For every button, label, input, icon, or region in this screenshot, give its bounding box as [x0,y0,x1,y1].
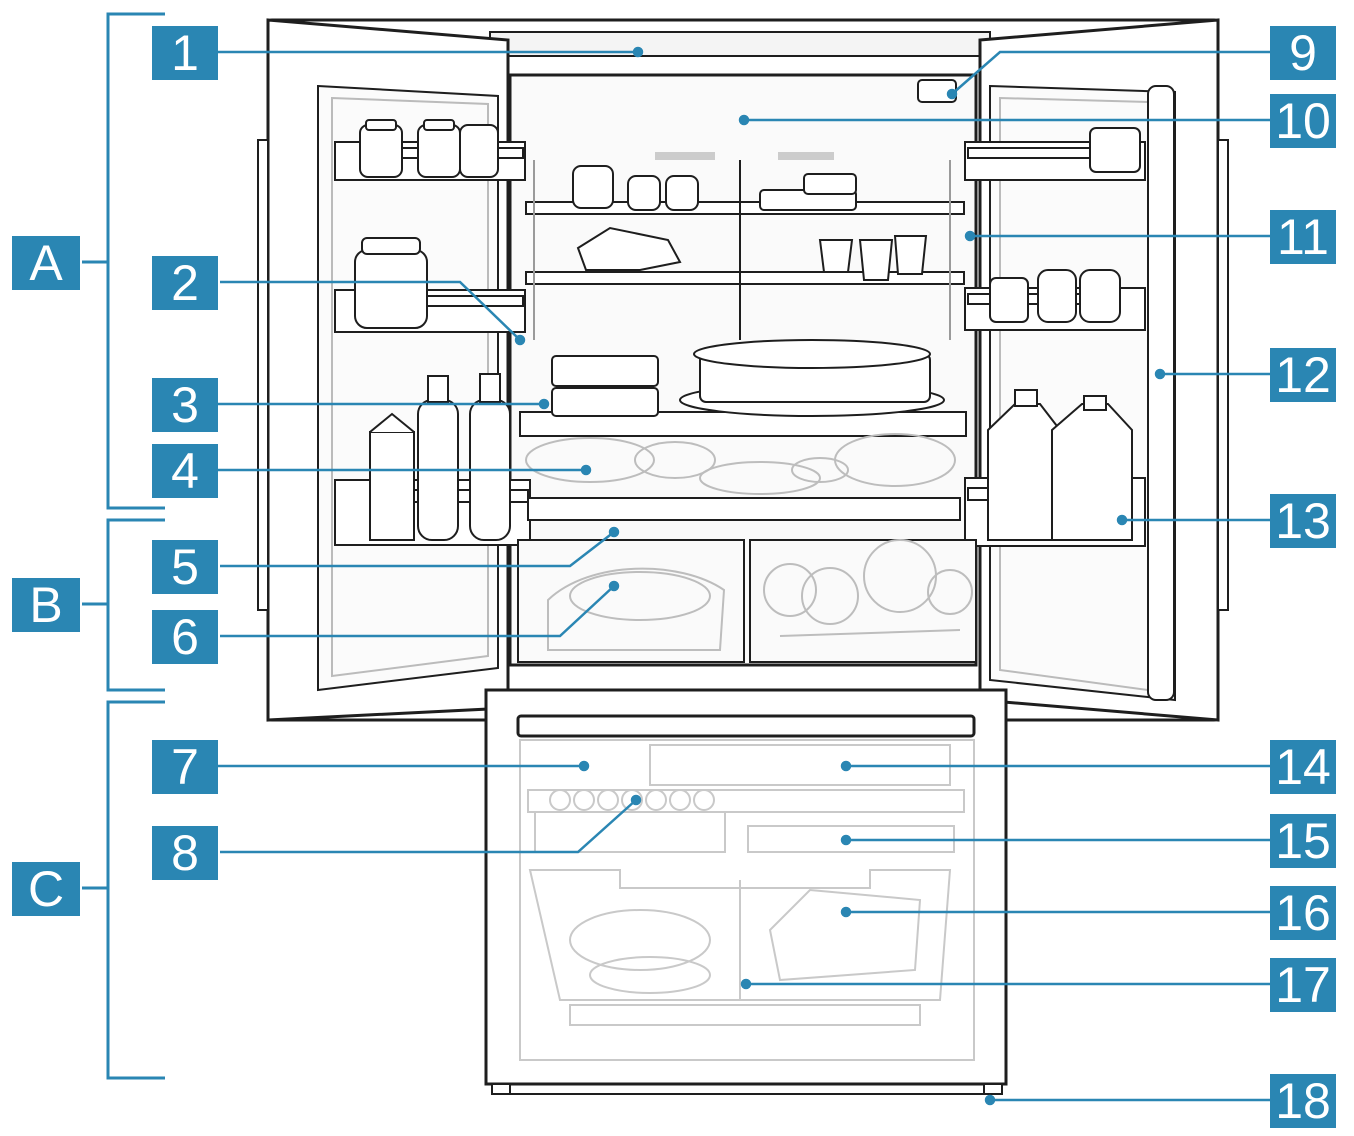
section-label-b: B [12,578,80,632]
callout-8: 8 [152,826,218,880]
callout-14: 14 [1270,740,1336,794]
callout-7: 7 [152,740,218,794]
right-door [964,18,1229,722]
callout-11: 11 [1270,210,1336,264]
freezer-basket [528,869,952,1001]
callout-6: 6 [152,610,218,664]
crisper-right [749,539,977,663]
callout-1: 1 [152,26,218,80]
callout-2: 2 [152,256,218,310]
leader-lines [218,46,1270,1106]
interior [517,152,977,663]
crisper-cover [527,497,961,521]
crisper-left [517,539,745,663]
section-brackets [82,12,165,1080]
bracket-c [106,700,165,1080]
ice-tray [527,789,965,813]
section-label-c: C [12,862,80,916]
callout-16: 16 [1270,886,1336,940]
right-door-gasket [1147,85,1175,701]
freezer-contents [519,739,975,1061]
callout-10: 10 [1270,94,1336,148]
callout-9: 9 [1270,26,1336,80]
callout-4: 4 [152,444,218,498]
callout-15: 15 [1270,814,1336,868]
section-label-a: A [12,236,80,290]
shelf-2 [525,271,965,285]
callout-18: 18 [1270,1074,1336,1128]
freezer-handle [516,714,976,738]
callout-13: 13 [1270,494,1336,548]
freezer [484,688,1008,1095]
right-door-items [987,127,1141,541]
callout-17: 17 [1270,958,1336,1012]
callout-3: 3 [152,378,218,432]
callout-12: 12 [1270,348,1336,402]
callout-5: 5 [152,540,218,594]
